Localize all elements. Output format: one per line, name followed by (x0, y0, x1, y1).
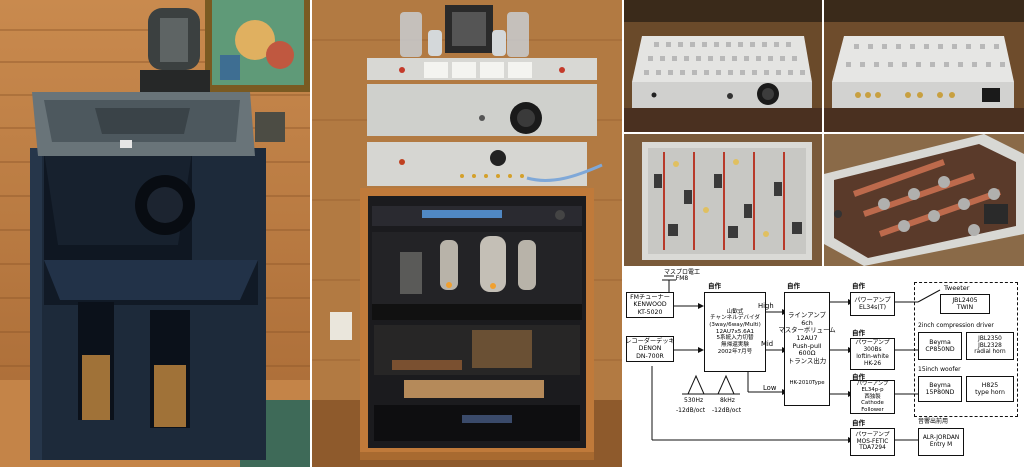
photo-amp-rack (312, 0, 622, 467)
driver-unit-2-box: JBL2350 JBL2328 radial horn (966, 332, 1014, 360)
power-amp-3-box: パワーアンプ EL34p-p 西独製 Cathode Follower (850, 380, 895, 414)
photo-horn-speaker (0, 0, 310, 467)
self-made-label-amp-2: 自作 (852, 329, 865, 337)
woofer-unit-1-box: Beyma 15P80ND (918, 376, 962, 402)
self-made-label-line-amp: 自作 (787, 282, 800, 290)
tweeter-unit-box: JBL2405 TWIN (940, 294, 990, 314)
photo-divider-front (624, 0, 822, 132)
band-label-mid: Mid (761, 340, 774, 348)
photo-divider-inside-top (624, 134, 822, 266)
filter-1-freq: 530Hz (684, 397, 704, 404)
filter-2-slope: -12dB/oct (712, 407, 742, 414)
fm-antenna-label: マスプロ電工 FM8 (664, 269, 701, 282)
photo-divider-rear (824, 0, 1024, 132)
extra-speaker-box: ALR-JORDAN Entry M (918, 428, 964, 456)
filter-1-slope: -12dB/oct (676, 407, 706, 414)
extra-speaker-header: 音響出前用 (918, 418, 949, 425)
line-amp-text: ラインアンプ 6ch マスターボリューム 12AU7 Push-pull 600… (778, 310, 836, 365)
self-made-label-amp-3: 自作 (852, 373, 865, 381)
tweeter-header: Tweeter (944, 284, 970, 292)
self-made-label-divider: 自作 (708, 282, 721, 290)
self-made-label-amp-4: 自作 (852, 419, 865, 427)
photo-divider-inside-angle (824, 134, 1024, 266)
power-amp-4-box: パワーアンプ MOS-FETIC TDA7294 (850, 428, 895, 456)
driver-header: 2inch compression driver (918, 322, 994, 329)
band-label-high: High (758, 302, 774, 310)
line-amp-box: ラインアンプ 6ch マスターボリューム 12AU7 Push-pull 600… (778, 292, 836, 406)
power-amp-2-box: パワーアンプ 300Bs loftin-white HK-26 (850, 338, 895, 370)
channel-divider-box: 山歓式 チャンネルデバイダ (3way/6way/Multi) 12AU7x5.… (704, 292, 766, 372)
power-amp-1-box: パワーアンプ EL34s(T) (850, 292, 895, 316)
woofer-unit-2-box: H825 type horn (966, 376, 1014, 402)
filter-2-freq: 8kHz (720, 397, 735, 404)
self-made-label-amp-1: 自作 (852, 282, 865, 290)
speaker-group-frame (914, 282, 1018, 417)
band-label-low: Low (763, 384, 777, 392)
system-block-diagram: マスプロ電工 FM8 FMチューナー KENWOOD KT-5020 レコーダー… (622, 268, 1024, 467)
fm-tuner-box: FMチューナー KENWOOD KT-5020 (626, 292, 674, 318)
deck-box: レコーダーデッキ DENON DN-700R (625, 336, 675, 362)
woofer-header: 15inch woofer (918, 366, 961, 373)
line-amp-type: HK-2010Type (789, 379, 825, 386)
driver-unit-1-box: Beyma CP850ND (918, 332, 962, 360)
